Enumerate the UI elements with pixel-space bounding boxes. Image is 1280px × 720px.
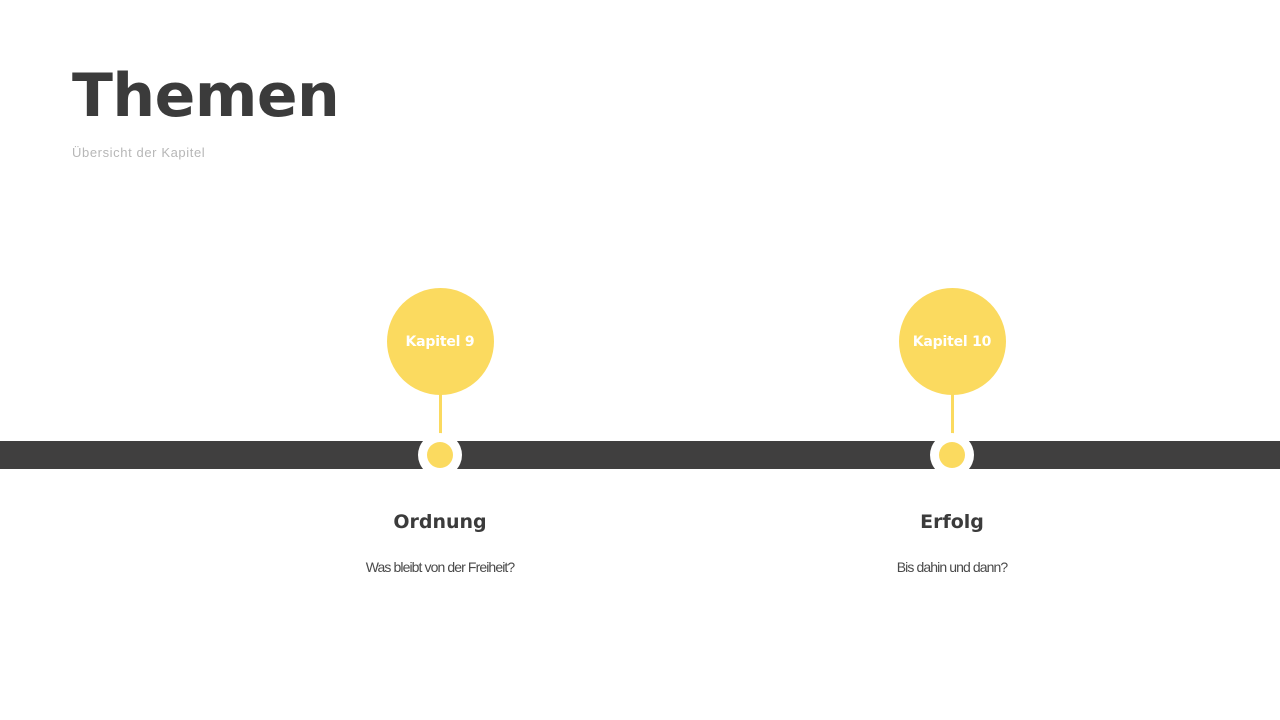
page-subtitle: Übersicht der Kapitel (72, 145, 206, 160)
page-title: Themen (72, 61, 340, 131)
chapter-bubble-label: Kapitel 9 (405, 333, 475, 350)
chapter-bubble-label: Kapitel 10 (912, 333, 992, 350)
chapter-bubble-1[interactable]: Kapitel 9 (386, 288, 494, 395)
timeline-bar (0, 441, 1280, 469)
timeline-node-dot-2[interactable] (939, 442, 965, 468)
timeline-milestone-2[interactable]: Kapitel 10 Erfolg Bis dahin und dann? (822, 0, 1082, 720)
chapter-bubble-2[interactable]: Kapitel 10 (898, 288, 1006, 395)
milestone-title-2: Erfolg (920, 511, 984, 533)
milestone-description-2: Bis dahin und dann? (896, 559, 1008, 575)
connector-line-1 (438, 393, 442, 455)
timeline-milestone-1[interactable]: Kapitel 9 Ordnung Was bleibt von der Fre… (310, 0, 570, 720)
connector-line-2 (950, 393, 954, 455)
slide-header: Themen Übersicht der Kapitel (72, 66, 772, 160)
timeline-node-dot-1[interactable] (427, 442, 453, 468)
milestone-title-1: Ordnung (393, 511, 487, 533)
milestone-description-1: Was bleibt von der Freiheit? (365, 559, 515, 575)
